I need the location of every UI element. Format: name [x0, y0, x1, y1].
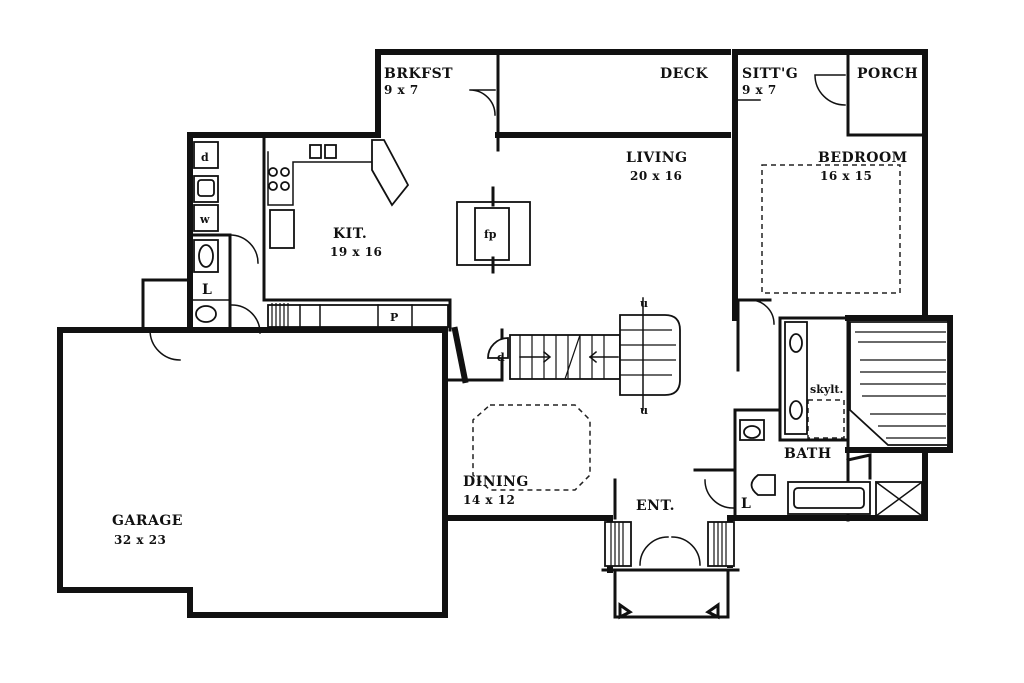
doors [149, 74, 846, 566]
stair-down-label: d [497, 351, 505, 364]
fireplace-label: fp [484, 228, 497, 241]
living-label: LIVING [626, 150, 688, 166]
fireplace [456, 186, 531, 274]
lav-label: L [741, 496, 751, 512]
dining-ceiling-outline [472, 404, 591, 491]
bath-fixtures [739, 321, 924, 518]
living-dims: 20 x 16 [630, 169, 682, 183]
skylight-outline [807, 399, 845, 439]
deck-label: DECK [660, 66, 708, 82]
bedroom-ceiling-outline [761, 164, 901, 294]
stair-up-top-label: u [640, 297, 648, 310]
sitting-label: SITT'G [742, 66, 798, 82]
stairs [487, 297, 681, 411]
laundry-fixtures [191, 141, 231, 323]
counter-hatch [271, 303, 289, 327]
porch-label: PORCH [857, 66, 918, 82]
dryer-label: d [201, 151, 209, 164]
kitchen-fixtures [267, 139, 449, 328]
skylight-label: skylt. [810, 383, 843, 396]
garage-dims: 32 x 23 [114, 533, 166, 547]
bedroom-stairs [849, 321, 949, 446]
stair-up-bottom-label: u [640, 404, 648, 417]
garage-label: GARAGE [112, 513, 183, 529]
brkfst-dims: 9 x 7 [384, 83, 419, 97]
bedroom-dims: 16 x 15 [820, 169, 872, 183]
dining-label: DINING [463, 474, 529, 490]
pantry-label: P [390, 311, 398, 324]
entry-sidelights [604, 521, 735, 620]
dining-dims: 14 x 12 [463, 493, 515, 507]
kitchen-label: KIT. [333, 226, 367, 242]
exterior-walls [57, 49, 953, 619]
brkfst-label: BRKFST [384, 66, 453, 82]
kitchen-dims: 19 x 16 [330, 245, 382, 259]
washer-label: w [199, 213, 210, 226]
entry-label: ENT. [636, 498, 675, 514]
laundry-label: L [202, 282, 212, 298]
sitting-dims: 9 x 7 [742, 83, 777, 97]
bath-label: BATH [784, 446, 832, 462]
bedroom-label: BEDROOM [818, 150, 908, 166]
